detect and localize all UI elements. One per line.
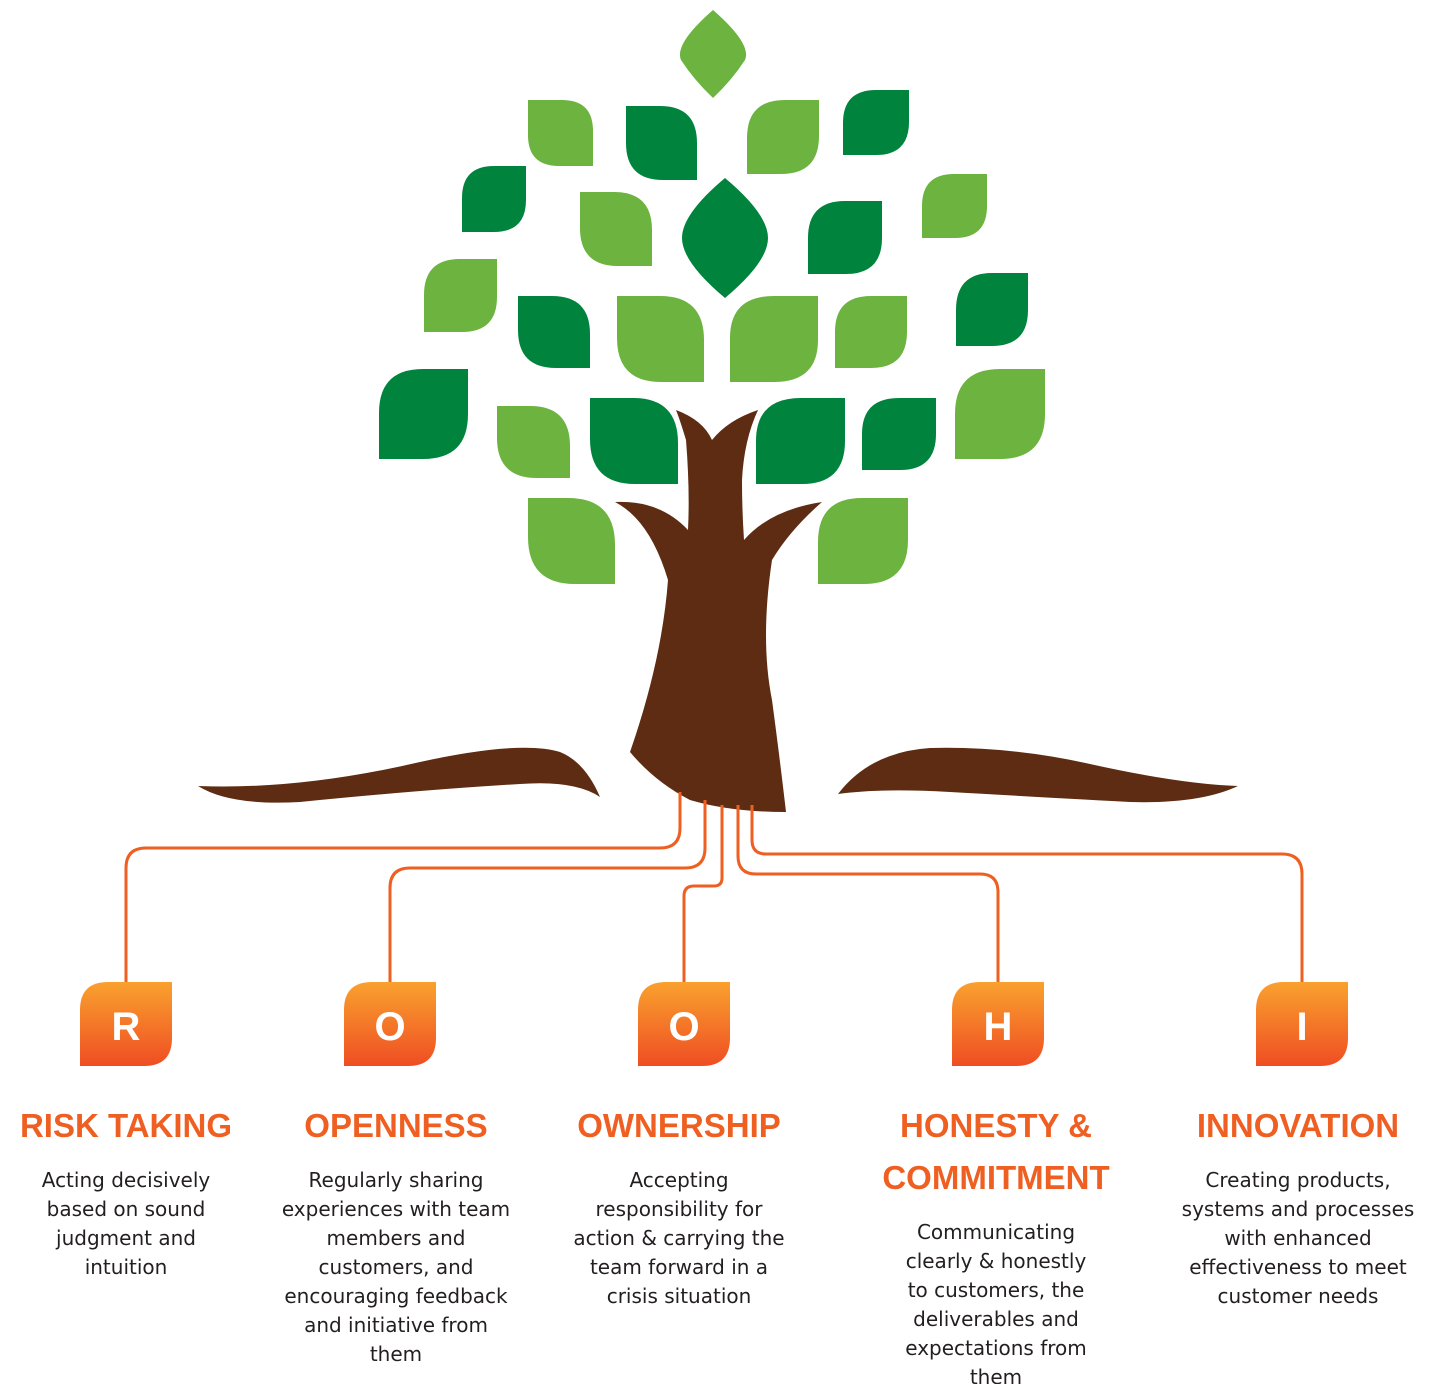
tree-leaf bbox=[956, 273, 1028, 346]
tree-leaf bbox=[922, 174, 987, 238]
tree-leaf bbox=[590, 398, 678, 484]
badge-letter: H bbox=[984, 1005, 1013, 1049]
value-title: INNOVATION bbox=[1196, 1107, 1400, 1144]
tree-leaf bbox=[730, 296, 818, 382]
tree-leaf bbox=[808, 201, 882, 274]
value-title: OPENNESS bbox=[304, 1107, 488, 1144]
tree-leaf bbox=[518, 296, 590, 368]
badge-h: H bbox=[952, 982, 1044, 1066]
tree-root-right bbox=[838, 747, 1238, 803]
tree-leaf bbox=[818, 498, 908, 584]
badge-letter: O bbox=[668, 1005, 699, 1049]
value-title: HONESTY & COMMITMENT bbox=[882, 1107, 1110, 1196]
connector-line bbox=[736, 805, 1000, 982]
badge-o-ownership: O bbox=[638, 982, 730, 1066]
tree-leaf bbox=[580, 192, 652, 266]
value-description: Creating products, systems and processes… bbox=[1181, 1168, 1415, 1308]
tree-root-left bbox=[198, 747, 600, 803]
badge-r: R bbox=[80, 982, 172, 1066]
value-description: Accepting responsibility for action & ca… bbox=[573, 1168, 785, 1308]
badge-letter: O bbox=[374, 1005, 405, 1049]
value-honesty-commitment: HONESTY & COMMITMENT Communicating clear… bbox=[851, 1100, 1141, 1384]
badge-o-openness: O bbox=[344, 982, 436, 1066]
connector-line bbox=[388, 800, 707, 982]
tree-leaf bbox=[843, 90, 909, 155]
tree-leaf bbox=[424, 259, 497, 332]
connector-line bbox=[682, 805, 724, 982]
connector-lines bbox=[124, 792, 1304, 982]
badge-i: I bbox=[1256, 982, 1348, 1066]
connector-line bbox=[750, 805, 1304, 982]
tree-leaf bbox=[862, 398, 936, 470]
value-description: Acting decisively based on sound judgmen… bbox=[41, 1168, 211, 1279]
value-description: Communicating clearly & honestly to cust… bbox=[905, 1220, 1087, 1384]
tree-leaf bbox=[462, 166, 526, 232]
tree-leaf bbox=[747, 100, 819, 174]
value-title: RISK TAKING bbox=[19, 1107, 233, 1144]
tree-trunk bbox=[615, 410, 822, 812]
value-openness: OPENNESS Regularly sharing experiences w… bbox=[251, 1100, 541, 1369]
tree-leaf bbox=[379, 369, 468, 459]
value-description: Regularly sharing experiences with team … bbox=[281, 1168, 511, 1366]
tree-leaf bbox=[682, 178, 768, 298]
value-title: OWNERSHIP bbox=[577, 1107, 781, 1144]
tree-leaf bbox=[497, 406, 570, 478]
value-innovation: INNOVATION Creating products, systems an… bbox=[1153, 1100, 1433, 1311]
tree-leaf bbox=[528, 498, 615, 584]
tree-leaf bbox=[528, 100, 593, 166]
value-risk-taking: RISK TAKING Acting decisively based on s… bbox=[0, 1100, 271, 1282]
tree-leaf bbox=[626, 106, 697, 180]
tree-leaf bbox=[679, 10, 747, 98]
badge-letter: I bbox=[1296, 1005, 1307, 1049]
value-ownership: OWNERSHIP Accepting responsibility for a… bbox=[534, 1100, 824, 1311]
badge-letter: R bbox=[112, 1005, 141, 1049]
tree-leaf bbox=[955, 369, 1045, 459]
tree-leaf bbox=[835, 296, 907, 368]
tree-leaf bbox=[756, 398, 845, 484]
connector-line bbox=[124, 792, 682, 982]
tree-leaf bbox=[617, 296, 704, 382]
